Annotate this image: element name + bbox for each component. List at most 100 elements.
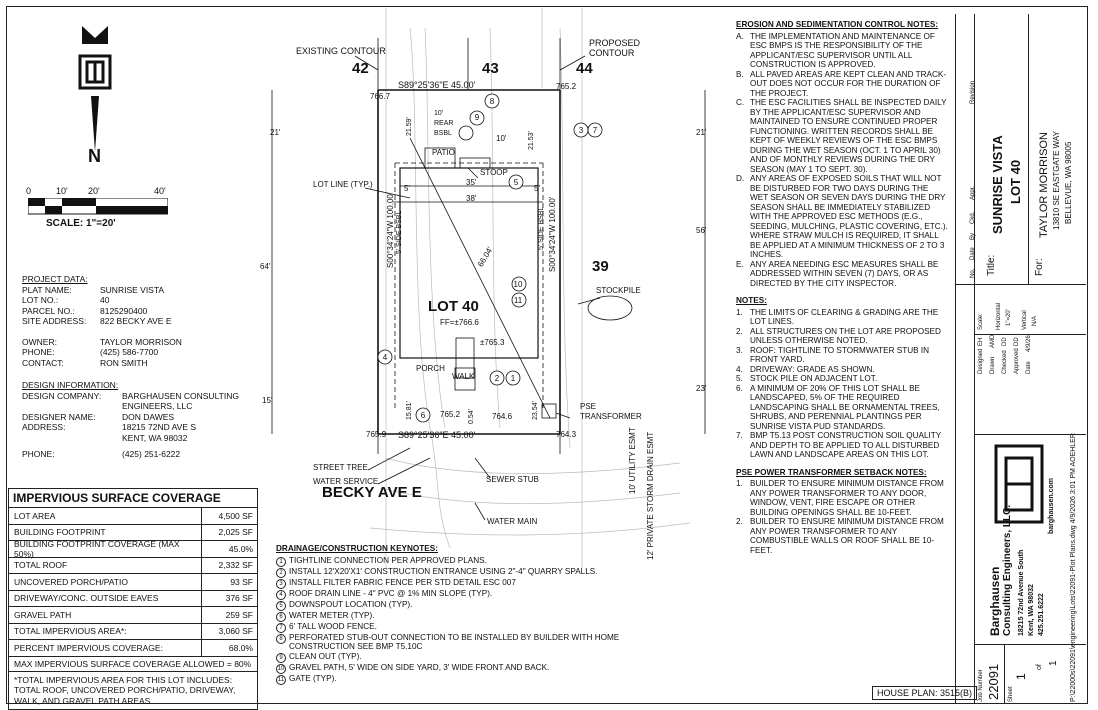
- lot-line-label: LOT LINE (TYP.): [313, 180, 373, 189]
- pd-val: 40: [100, 295, 110, 305]
- scale-label: SCALE: 1"=20': [46, 218, 116, 229]
- tb-ckd: Ckd.: [970, 211, 976, 224]
- elev-765-3: ±765.3: [480, 338, 505, 347]
- table-row: PERCENT IMPERVIOUS COVERAGE:68.0%: [9, 640, 257, 657]
- note-marker: 1.: [736, 307, 743, 317]
- lot-44-label: 44: [576, 60, 593, 77]
- pse-label-1: PSE: [580, 402, 597, 411]
- bearing-bottom: S89°25'36"E 45.00': [398, 430, 476, 440]
- lot-39-label: 39: [592, 258, 609, 275]
- note-marker: A.: [736, 31, 744, 41]
- note-marker: 2.: [736, 326, 743, 336]
- pd-key: PLAT NAME:: [22, 284, 72, 295]
- owner-val: RON SMITH: [100, 357, 148, 368]
- keynote-num: 6: [276, 611, 286, 622]
- list-item: 2.BUILDER TO ENSURE MINIMUM DISTANCE FRO…: [736, 517, 948, 555]
- note-marker: 3.: [736, 345, 743, 355]
- di-val: (425) 251-6222: [122, 449, 181, 459]
- tb-for-1: TAYLOR MORRISON: [1038, 132, 1050, 238]
- tb-by: By: [970, 232, 976, 240]
- keynote-num: 7: [276, 622, 286, 633]
- list-item: 6.A MINIMUM OF 20% OF THIS LOT SHALL BE …: [736, 384, 948, 432]
- keynotes-heading: DRAINAGE/CONSTRUCTION KEYNOTES:: [276, 544, 438, 553]
- tb-date-label: Date: [1026, 361, 1032, 374]
- lot-40-label: LOT 40: [428, 298, 479, 315]
- tb-for-2: 13810 SE EASTGATE WAY: [1052, 131, 1061, 230]
- dim-21-right: 21': [696, 128, 707, 137]
- note-text: THE ESC FACILITIES SHALL BE INSPECTED DA…: [750, 98, 947, 174]
- callout-10: 10: [513, 280, 523, 289]
- finished-floor: FF=±766.6: [440, 318, 479, 327]
- tb-sheet-number: 1: [1014, 673, 1028, 680]
- list-item: E.ANY AREA NEEDING ESC MEASURES SHALL BE…: [736, 260, 948, 289]
- note-text: STOCK PILE ON ADJACENT LOT.: [750, 374, 878, 383]
- sewer-stub-label: SEWER STUB: [486, 475, 539, 484]
- porch-label: PORCH: [416, 364, 445, 373]
- note-text: ALL STRUCTURES ON THE LOT ARE PROPOSED U…: [750, 326, 941, 346]
- row-label: GRAVEL PATH: [14, 609, 72, 620]
- tb-company-4: Kent, WA 98032: [1028, 584, 1035, 636]
- project-data: PROJECT DATA: PLAT NAME:SUNRISE VISTA LO…: [22, 274, 239, 460]
- note-marker: 5.: [736, 374, 743, 383]
- row-value: 259 SF: [201, 607, 257, 623]
- keynote-text: 6' TALL WOOD FENCE.: [289, 621, 377, 631]
- impervious-footnote: *TOTAL IMPERVIOUS AREA FOR THIS LOT INCL…: [14, 674, 236, 706]
- pd-val: SUNRISE VISTA: [100, 284, 165, 295]
- note-text: DRIVEWAY: GRADE AS SHOWN.: [750, 364, 875, 374]
- note-marker: D.: [736, 174, 745, 183]
- di-key: ADDRESS:: [22, 422, 66, 432]
- tb-vertical-val: N/A: [1032, 315, 1038, 326]
- dim-23-54: 23.54': [532, 401, 539, 420]
- di-key: PHONE:: [22, 449, 55, 459]
- callout-1: 1: [510, 374, 516, 383]
- row-label: DRIVEWAY/CONC. OUTSIDE EAVES: [14, 593, 159, 604]
- pse-label-2: TRANSFORMER: [580, 412, 642, 421]
- street-name: BECKY AVE E: [322, 484, 422, 501]
- dim-23: 23': [696, 384, 707, 393]
- dim-10: 10': [496, 134, 507, 143]
- elev-764-3: 764.3: [556, 430, 577, 439]
- dim-21-left: 21': [270, 128, 281, 137]
- note-marker: B.: [736, 69, 744, 79]
- proposed-contour-label-2: CONTOUR: [589, 48, 635, 58]
- tb-designed-val: EH: [978, 337, 984, 346]
- dim-5-right: 5': [534, 184, 540, 193]
- keynote-num: 10: [276, 663, 286, 674]
- di-val: ENGINEERS, LLC: [122, 401, 193, 411]
- scale-bar-graphic: [28, 198, 168, 215]
- owner-key: OWNER:: [22, 336, 57, 347]
- tb-for-label: For:: [1034, 258, 1045, 276]
- callout-4: 4: [382, 353, 388, 362]
- tb-horizontal-val: 1"=20': [1006, 309, 1012, 326]
- dim-0-54: 0.54': [468, 409, 475, 424]
- note-marker: 2.: [736, 517, 743, 526]
- sheet-border: [6, 6, 1088, 704]
- keynote-text: ROOF DRAIN LINE - 4" PVC @ 1% MIN SLOPE …: [289, 588, 493, 598]
- row-value: 93 SF: [201, 574, 257, 590]
- tb-no: No.: [970, 268, 976, 278]
- dim-5-left: 5': [404, 184, 410, 193]
- keynote-num: 2: [276, 567, 286, 578]
- keynote-text: GATE (TYP).: [289, 673, 337, 683]
- file-path: P:\22000s\22091\engineering\Lots\22091-P…: [1070, 433, 1077, 702]
- site-plan: [271, 8, 706, 568]
- left-side-bearing: S00°34'24"W 100.00': [386, 192, 395, 268]
- lot-43-label: 43: [482, 60, 499, 77]
- note-marker: C.: [736, 98, 745, 107]
- owner-val: TAYLOR MORRISON: [100, 336, 182, 347]
- tb-title-2: LOT 40: [1008, 159, 1023, 204]
- tb-drawn-val: AMD: [990, 334, 996, 348]
- note-text: ALL PAVED AREAS ARE KEPT CLEAN AND TRACK…: [750, 69, 947, 98]
- owner-key: CONTACT:: [22, 357, 64, 368]
- bearing-top: S89°25'36"E 45.00': [398, 80, 476, 90]
- note-marker: 1.: [736, 479, 743, 488]
- elev-764-6: 764.6: [492, 412, 513, 421]
- row-label: LOT AREA: [14, 510, 56, 521]
- rear-bsbl-2: REAR: [434, 120, 454, 127]
